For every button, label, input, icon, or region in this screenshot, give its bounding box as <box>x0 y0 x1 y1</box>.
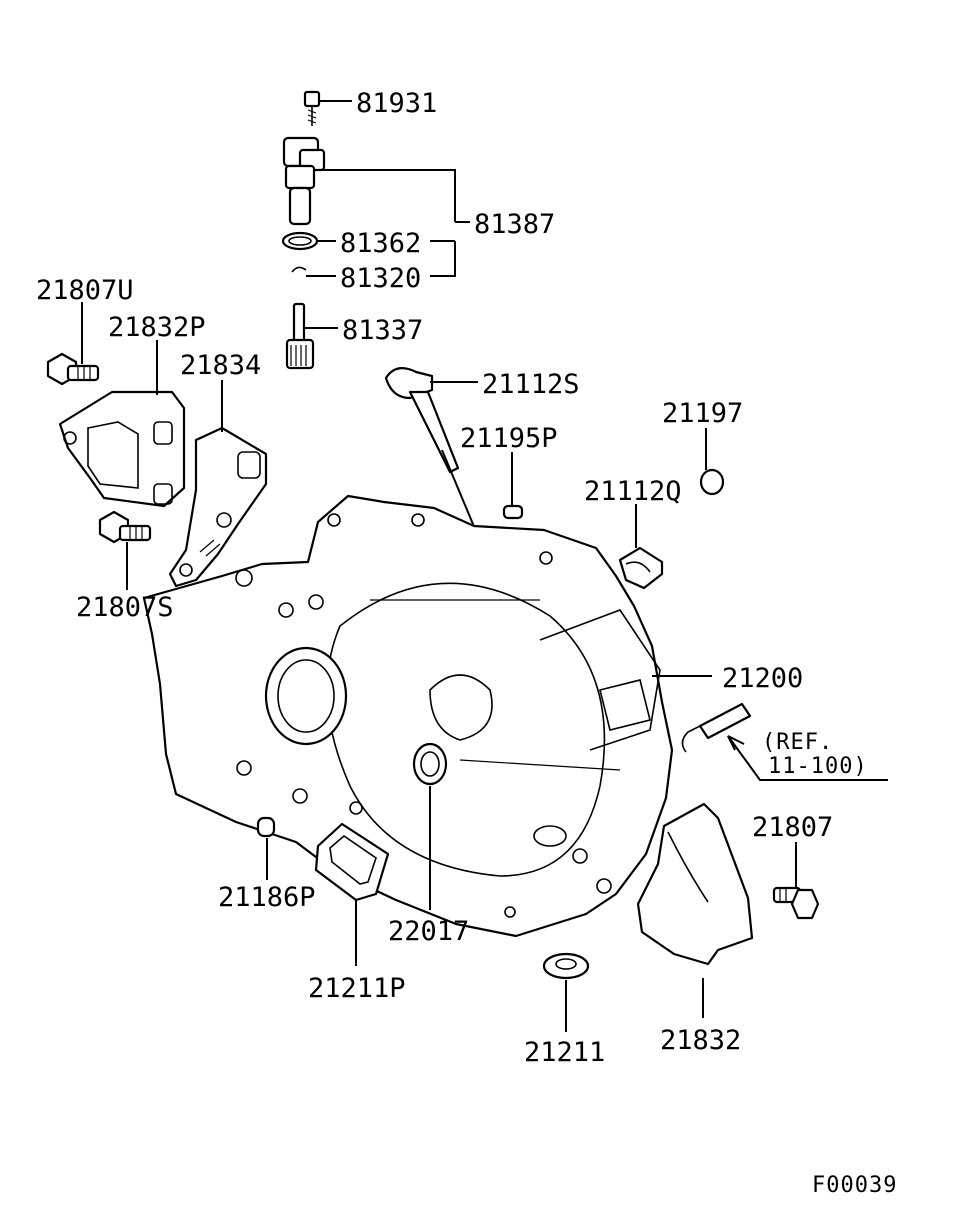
bracket-21834-icon <box>168 426 268 588</box>
label-ref-line2: 11-100) <box>768 754 868 779</box>
label-21112S: 21112S <box>482 369 580 400</box>
bolt-21807U-icon <box>46 352 100 386</box>
label-21834: 21834 <box>180 350 261 381</box>
o-ring-81362-icon <box>281 231 319 251</box>
label-21807: 21807 <box>752 812 833 843</box>
label-21195P: 21195P <box>460 423 558 454</box>
label-21186P: 21186P <box>218 882 316 913</box>
label-21211: 21211 <box>524 1037 605 1068</box>
label-21807U: 21807U <box>36 275 134 306</box>
breather-cap-21112Q-icon <box>618 546 664 590</box>
bolt-21807-icon <box>772 886 820 920</box>
label-81362: 81362 <box>340 228 421 259</box>
label-21211P: 21211P <box>308 973 406 1004</box>
oil-seal-22017-icon <box>412 742 448 786</box>
transfer-case-housing-icon <box>142 494 674 938</box>
dipstick-21112S-icon <box>384 367 460 474</box>
label-ref-line1: (REF. <box>762 730 833 755</box>
label-21197: 21197 <box>662 398 743 429</box>
bolt-81931-icon <box>303 90 321 126</box>
gasket-21211P-icon <box>314 822 390 902</box>
label-21832P: 21832P <box>108 312 206 343</box>
bolt-21807S-icon <box>98 510 152 544</box>
plug-21195P-icon <box>502 504 524 520</box>
bracket-21832-icon <box>636 802 754 966</box>
label-21832: 21832 <box>660 1025 741 1056</box>
sealant-tube-icon <box>681 702 752 753</box>
label-81337: 81337 <box>342 315 423 346</box>
label-22017: 22017 <box>388 916 469 947</box>
speed-sensor-icon <box>282 136 326 226</box>
label-21200: 21200 <box>722 663 803 694</box>
label-81931: 81931 <box>356 88 437 119</box>
label-81387: 81387 <box>474 209 555 240</box>
cap-21197-icon <box>699 468 725 496</box>
driven-gear-81337-icon <box>285 302 315 370</box>
figure-code: F00039 <box>812 1173 897 1198</box>
label-81320: 81320 <box>340 263 421 294</box>
bracket-21832P-icon <box>58 390 186 508</box>
dowel-pin-21186P-icon <box>256 816 276 838</box>
grommet-21211-icon <box>542 952 590 980</box>
clip-81320-icon <box>291 266 307 273</box>
label-21112Q: 21112Q <box>584 476 682 507</box>
label-21807S: 21807S <box>76 592 174 623</box>
